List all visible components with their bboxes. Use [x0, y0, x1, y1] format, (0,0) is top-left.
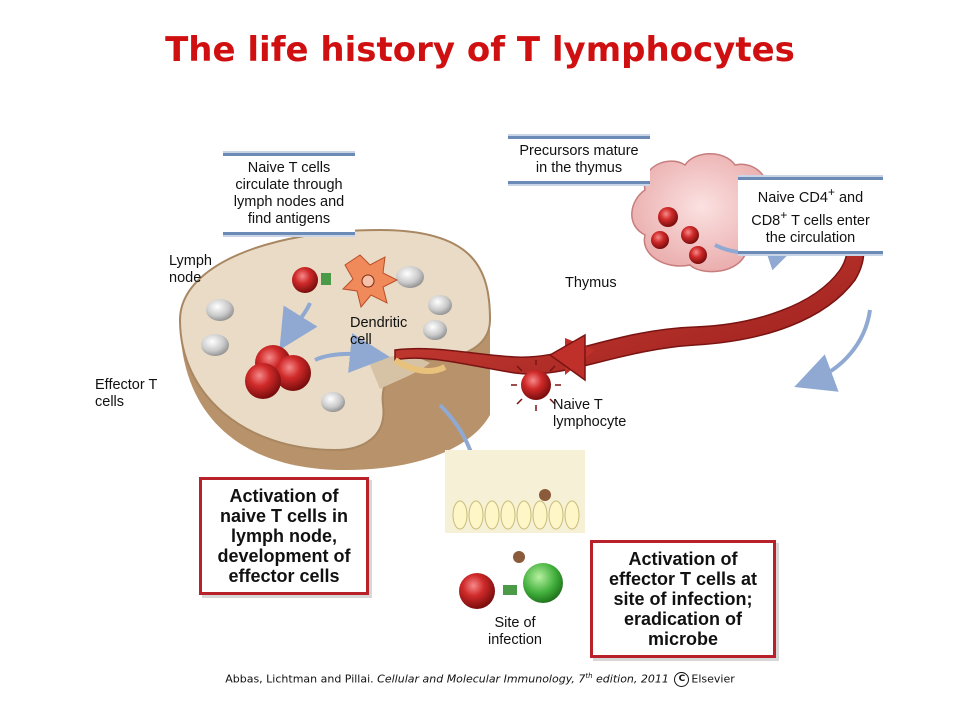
superscript-plus: + [780, 207, 788, 222]
credit-authors: Abbas, Lichtman and Pillai. [225, 672, 378, 686]
caption-line: Naive CD4 [757, 189, 828, 206]
caption-line: CD8 [751, 212, 781, 229]
naive-t-lymphocyte-label: Naive T lymphocyte [553, 397, 627, 430]
t-cells-lymph-node [245, 267, 318, 399]
dendritic-cell-illustration [321, 254, 399, 309]
lymph-node-label: Lymph node [169, 253, 212, 286]
diagram-illustration [178, 153, 872, 660]
t-lymphocyte-life-cycle-figure: Naive T cells circulate through lymph no… [95, 105, 895, 665]
caption-line: and [834, 189, 864, 206]
naive-t-cell-illustration [511, 360, 561, 411]
dendritic-cell-label: Dendritic cell [350, 315, 408, 348]
thymus-label: Thymus [565, 275, 617, 291]
precursors-caption: Precursors mature in the thymus [508, 136, 650, 184]
thymus-illustration [631, 153, 772, 273]
page-title: The life history of T lymphocytes [165, 30, 795, 70]
effector-t-cells-label: Effector T cells [95, 377, 158, 410]
caption-line: T cells enter [787, 212, 870, 229]
credit-publisher: Elsevier [691, 672, 735, 686]
naive-circulate-caption: Naive T cells circulate through lymph no… [223, 153, 355, 235]
credit-edition: edition, 2011 [592, 672, 669, 686]
copyright-icon: C [674, 672, 690, 688]
activation-effector-box: Activation of effector T cells at site o… [590, 540, 776, 658]
infection-site-illustration [445, 450, 585, 660]
caption-line: the circulation [765, 229, 856, 246]
site-of-infection-label: Site of infection [487, 615, 542, 648]
credit-book-title: Cellular and Molecular Immunology, 7 [377, 672, 586, 686]
source-credit: Abbas, Lichtman and Pillai. Cellular and… [0, 672, 960, 688]
activation-naive-box: Activation of naive T cells in lymph nod… [199, 477, 369, 595]
credit-superscript: th [585, 672, 593, 680]
superscript-plus: + [827, 185, 835, 199]
naive-cd4-cd8-caption: Naive CD4+ and CD8+ T cells enter the ci… [738, 177, 883, 254]
